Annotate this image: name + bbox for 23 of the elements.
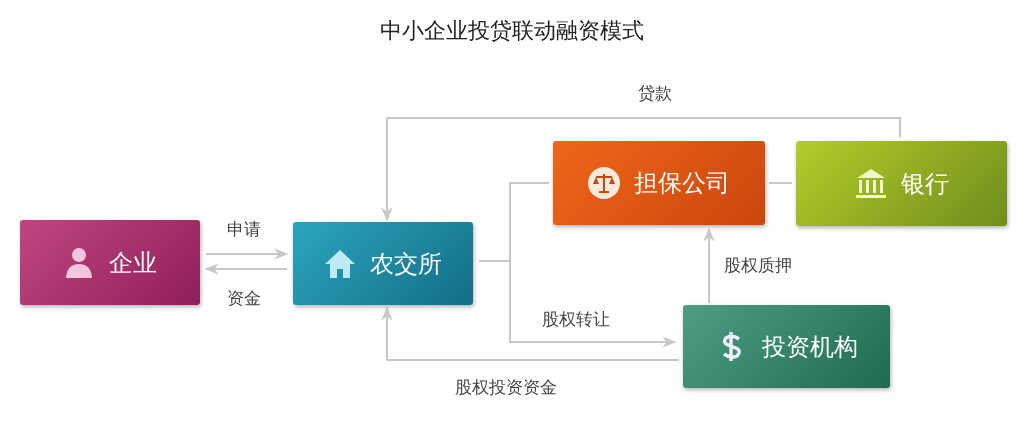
arrow [381,117,901,222]
arrow [204,263,288,275]
box-label: 银行 [900,168,949,200]
box-label: 投资机构 [761,331,858,363]
arrow [205,248,289,260]
arrow [478,260,677,348]
diagram-title: 中小企业投贷联动融资模式 [379,17,645,45]
process-box [293,222,473,305]
box-label: 农交所 [370,248,442,280]
arrow [703,227,715,304]
edge-label: 股权质押 [722,254,794,277]
process-box [683,305,890,388]
edge-label: 股权投资资金 [453,376,559,399]
box-label: 担保公司 [634,168,730,199]
edge-label: 贷款 [636,82,674,105]
process-box [796,141,1007,226]
box-label: 企业 [109,247,157,279]
process-box [20,220,200,305]
edge-label: 申请 [225,218,263,241]
process-box [553,141,765,225]
edge-label: 股权转让 [540,308,612,331]
arrow [381,306,680,361]
edge-label: 资金 [225,287,263,310]
